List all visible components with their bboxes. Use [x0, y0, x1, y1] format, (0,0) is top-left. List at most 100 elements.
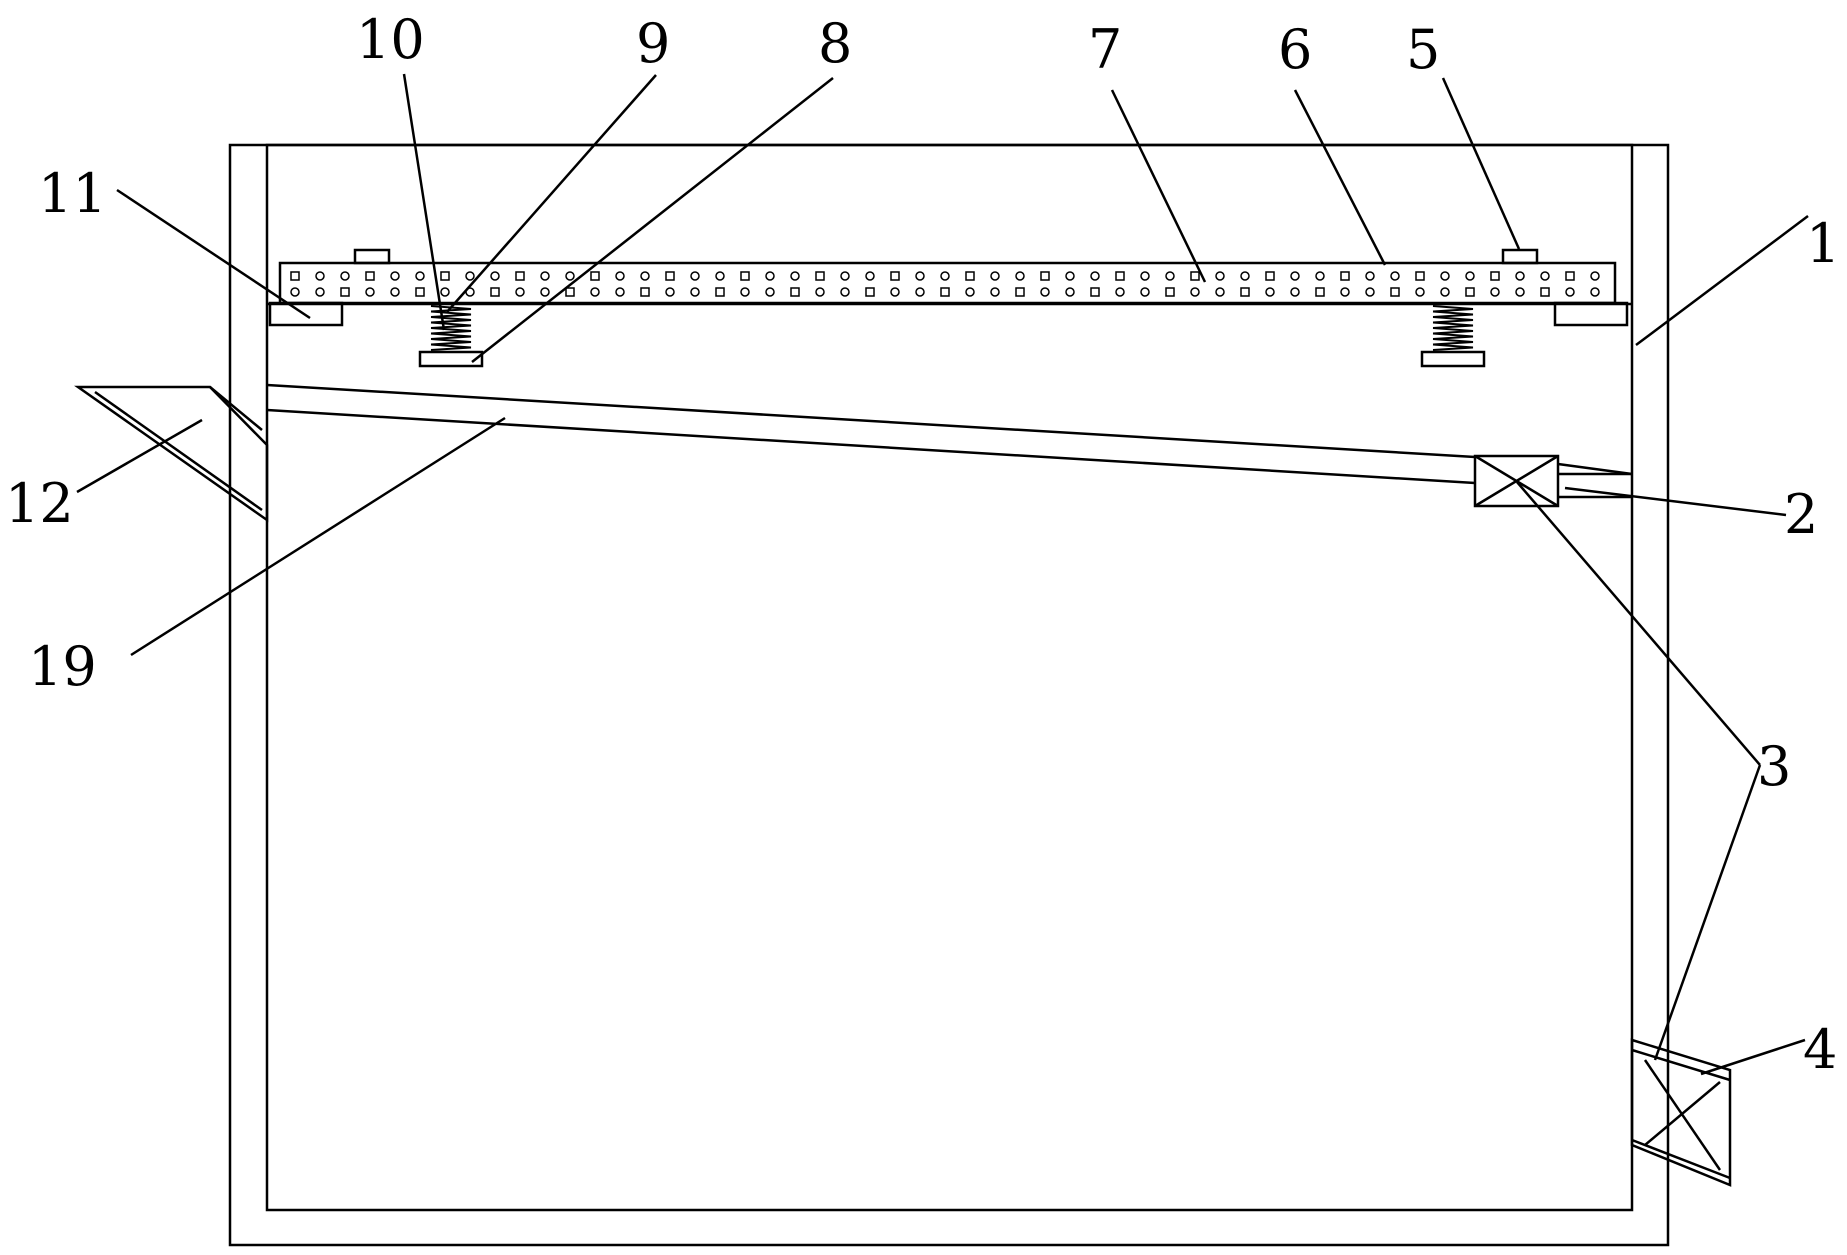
- plate-hole: [1440, 271, 1450, 281]
- plate-hole: [1190, 287, 1200, 297]
- leader-4: [1700, 1038, 1806, 1076]
- plate-hole: [515, 271, 525, 281]
- callout-11: 11: [38, 162, 107, 225]
- spring-pad-left: [418, 350, 484, 368]
- inlet-chute-inner: [94, 390, 263, 512]
- plate-hole: [690, 287, 700, 297]
- plate-hole: [415, 287, 425, 297]
- plate-hole: [990, 271, 1000, 281]
- callout-8: 8: [818, 12, 852, 75]
- plate-hole: [1115, 271, 1125, 281]
- plate-hole: [1190, 271, 1200, 281]
- inclined-plate-top: [266, 383, 1476, 459]
- plate-hole: [740, 287, 750, 297]
- plate-hole: [990, 287, 1000, 297]
- plate-hole: [640, 287, 650, 297]
- plate-hole: [315, 287, 325, 297]
- callout-5: 5: [1406, 18, 1440, 81]
- plate-hole: [740, 271, 750, 281]
- plate-holes: [290, 271, 1600, 297]
- plate-hole: [390, 271, 400, 281]
- plate-hole: [1490, 271, 1500, 281]
- spring-pad-right: [1420, 350, 1486, 368]
- plate-hole: [690, 271, 700, 281]
- plate-hole: [1390, 287, 1400, 297]
- callout-2: 2: [1784, 483, 1818, 546]
- callout-7: 7: [1088, 18, 1122, 81]
- plate-hole: [1590, 287, 1600, 297]
- leader-9: [446, 74, 657, 313]
- callout-9: 9: [636, 12, 670, 75]
- plate-hole: [1515, 271, 1525, 281]
- bump-right: [1501, 248, 1539, 265]
- spring-coil: [1432, 305, 1474, 313]
- leader-10: [402, 73, 446, 331]
- leader-7: [1110, 89, 1207, 283]
- plate-hole: [840, 287, 850, 297]
- plate-hole: [1515, 287, 1525, 297]
- spring-coil: [1432, 343, 1474, 351]
- plate-hole: [1215, 271, 1225, 281]
- leader-8: [471, 77, 834, 363]
- plate-hole: [1340, 287, 1350, 297]
- spring-right: [1432, 305, 1474, 351]
- plate-hole: [865, 271, 875, 281]
- leader-3b: [1653, 764, 1762, 1061]
- plate-hole: [1090, 271, 1100, 281]
- plate-hole: [965, 271, 975, 281]
- plate-hole: [315, 271, 325, 281]
- spring-coil: [1432, 321, 1474, 329]
- plate-hole: [1415, 271, 1425, 281]
- plate-hole: [1540, 287, 1550, 297]
- perforated-plate: [278, 261, 1617, 305]
- plate-hole: [340, 287, 350, 297]
- plate-hole: [1290, 271, 1300, 281]
- leader-11: [116, 188, 311, 320]
- plate-hole: [1265, 287, 1275, 297]
- plate-hole: [1540, 271, 1550, 281]
- plate-hole: [1165, 287, 1175, 297]
- valve-outlet: [1557, 462, 1633, 476]
- plate-hole: [1140, 287, 1150, 297]
- callout-4: 4: [1803, 1018, 1837, 1081]
- spring-coil: [430, 321, 472, 329]
- plate-hole: [365, 271, 375, 281]
- plate-hole: [1590, 271, 1600, 281]
- plate-hole: [1240, 287, 1250, 297]
- plate-hole: [515, 287, 525, 297]
- plate-hole: [1565, 271, 1575, 281]
- plate-hole: [465, 271, 475, 281]
- leader-19: [130, 416, 506, 657]
- bump-left: [353, 248, 391, 265]
- valve-cross-2: [1474, 454, 1559, 508]
- plate-hole: [1465, 271, 1475, 281]
- plate-hole: [765, 287, 775, 297]
- plate-hole: [565, 271, 575, 281]
- spring-coil: [1432, 332, 1474, 340]
- plate-hole: [565, 287, 575, 297]
- plate-hole: [940, 271, 950, 281]
- plate-hole: [1365, 287, 1375, 297]
- callout-3: 3: [1757, 735, 1791, 798]
- support-block-right: [1553, 301, 1629, 327]
- outlet-chute: [1630, 1038, 1732, 1187]
- plate-hole: [815, 287, 825, 297]
- plate-hole: [1090, 287, 1100, 297]
- inlet-chute: [74, 385, 269, 523]
- plate-hole: [365, 287, 375, 297]
- plate-hole: [1240, 271, 1250, 281]
- plate-hole: [590, 271, 600, 281]
- valve-box: [1473, 454, 1560, 508]
- plate-hole: [765, 271, 775, 281]
- plate-hole: [1165, 271, 1175, 281]
- plate-hole: [890, 271, 900, 281]
- leader-12: [76, 418, 203, 494]
- plate-hole: [440, 271, 450, 281]
- plate-hole: [1465, 287, 1475, 297]
- outlet-chute-inner-bottom: [1631, 1138, 1731, 1180]
- plate-hole: [815, 271, 825, 281]
- callout-labels: 1 2 3 4 5 6 7 8 9 10 11 12 19: [5, 8, 1840, 1081]
- plate-hole: [490, 271, 500, 281]
